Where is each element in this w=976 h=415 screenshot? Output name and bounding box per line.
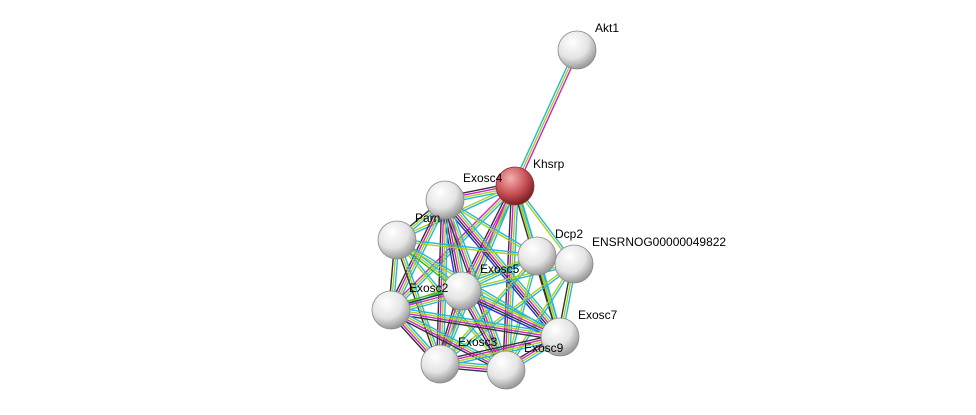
edge-line-db xyxy=(391,306,561,335)
node-label: Dcp2 xyxy=(555,227,583,241)
edge-Exosc2-Exosc7[interactable] xyxy=(390,306,561,341)
edge-line-text xyxy=(391,308,561,337)
edge-line-text xyxy=(396,240,537,258)
edge-line-text xyxy=(391,200,447,311)
edge-line-exp xyxy=(390,310,560,339)
node-sphere[interactable] xyxy=(420,344,460,384)
edge-line-exp xyxy=(516,50,580,188)
edge-line-coexp xyxy=(436,199,443,364)
edge-Parn-Dcp2[interactable] xyxy=(396,238,538,258)
node-label: Exosc3 xyxy=(458,335,498,349)
node-sphere[interactable] xyxy=(377,220,417,260)
edge-line-db xyxy=(397,238,538,256)
edge-Khsrp-Akt1[interactable] xyxy=(512,48,580,188)
node-sphere[interactable] xyxy=(557,30,597,70)
edge-line-text xyxy=(514,49,578,187)
node-sphere[interactable] xyxy=(486,350,526,390)
node-Exosc3[interactable]: Exosc3 xyxy=(420,335,498,384)
node-Parn[interactable]: Parn xyxy=(377,211,440,260)
node-Akt1[interactable]: Akt1 xyxy=(557,21,619,70)
node-sphere[interactable] xyxy=(425,180,465,220)
edge-ENSRNOG00000049822-Exosc9[interactable] xyxy=(504,263,576,371)
node-label: ENSRNOG00000049822 xyxy=(592,235,726,249)
edge-line-text xyxy=(391,308,507,370)
edge-line-coexp xyxy=(390,312,560,341)
node-label: Khsrp xyxy=(533,157,565,171)
node-sphere[interactable] xyxy=(554,244,594,284)
nodes-layer: Akt1KhsrpExosc4ParnDcp2ENSRNOG0000004982… xyxy=(371,21,726,390)
edge-line-db xyxy=(440,256,539,366)
node-sphere[interactable] xyxy=(371,290,411,330)
node-Khsrp[interactable]: Khsrp xyxy=(495,157,565,206)
edge-line-text xyxy=(440,200,447,365)
node-Exosc9[interactable]: Exosc9 xyxy=(486,341,564,390)
node-label: Parn xyxy=(415,211,440,225)
node-label: Akt1 xyxy=(595,21,619,35)
edge-line-db xyxy=(506,264,576,371)
node-Exosc2[interactable]: Exosc2 xyxy=(371,281,449,330)
node-ENSRNOG00000049822[interactable]: ENSRNOG00000049822 xyxy=(554,235,726,284)
node-sphere[interactable] xyxy=(442,271,482,311)
node-sphere[interactable] xyxy=(517,236,557,276)
edge-Exosc2-Exosc9[interactable] xyxy=(389,306,508,374)
node-label: Exosc2 xyxy=(409,281,449,295)
edge-line-exp xyxy=(389,199,445,310)
edge-line-exp xyxy=(439,335,560,364)
node-sphere[interactable] xyxy=(540,317,580,357)
edge-line-db xyxy=(512,48,576,186)
edge-line-text xyxy=(438,262,574,364)
edge-line-exp xyxy=(390,310,506,372)
node-label: Exosc5 xyxy=(480,262,520,276)
node-Exosc4[interactable]: Exosc4 xyxy=(425,171,503,220)
node-sphere[interactable] xyxy=(495,166,535,206)
node-label: Exosc7 xyxy=(578,308,618,322)
node-Exosc5[interactable]: Exosc5 xyxy=(442,262,520,311)
node-label: Exosc4 xyxy=(463,171,503,185)
node-Exosc7[interactable]: Exosc7 xyxy=(540,308,618,357)
edge-line-coexp xyxy=(389,312,505,374)
edge-line-text xyxy=(504,255,537,370)
edge-line-db xyxy=(398,239,443,364)
node-label: Exosc9 xyxy=(524,341,564,355)
node-Dcp2[interactable]: Dcp2 xyxy=(517,227,583,276)
edge-line-coexp xyxy=(439,333,560,362)
edge-line-text xyxy=(504,263,574,370)
